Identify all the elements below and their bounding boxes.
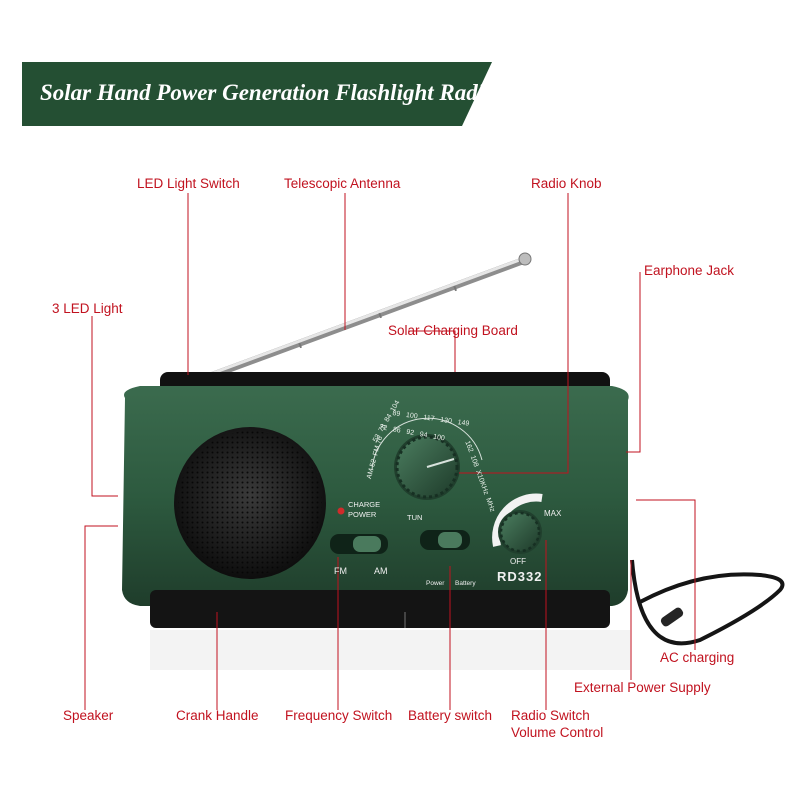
label-3-led-light: 3 LED Light bbox=[52, 301, 123, 316]
label-solar-charging-board: Solar Charging Board bbox=[388, 323, 518, 338]
floor-reflection bbox=[150, 630, 630, 670]
am-label: AM bbox=[374, 566, 388, 576]
label-volume-control: Volume Control bbox=[511, 725, 604, 740]
dial-number: 130 bbox=[439, 416, 453, 426]
label-speaker: Speaker bbox=[63, 708, 114, 723]
telescopic-antenna bbox=[201, 252, 532, 382]
label-telescopic-antenna: Telescopic Antenna bbox=[284, 176, 401, 191]
label-earphone-jack: Earphone Jack bbox=[644, 263, 735, 278]
tun-label: TUN bbox=[407, 513, 423, 522]
label-crank-handle: Crank Handle bbox=[176, 708, 259, 723]
label-frequency-switch: Frequency Switch bbox=[285, 708, 393, 723]
speaker bbox=[174, 427, 326, 579]
label-radio-switch: Radio Switch bbox=[511, 708, 590, 723]
leader-lines bbox=[84, 193, 696, 710]
dial-number: 100 bbox=[405, 411, 419, 421]
dial-number: 94 bbox=[419, 431, 428, 440]
fm-label: FM bbox=[334, 566, 347, 576]
off-label: OFF bbox=[510, 557, 526, 566]
radio-knob[interactable] bbox=[394, 434, 460, 500]
label-radio-knob: Radio Knob bbox=[531, 176, 602, 191]
title-banner bbox=[22, 62, 492, 126]
volume-knob[interactable] bbox=[492, 493, 543, 554]
radio-base bbox=[150, 590, 610, 628]
page-title: Solar Hand Power Generation Flashlight R… bbox=[40, 80, 496, 105]
dial-number: 86 bbox=[392, 426, 402, 435]
battery-mode-label: Battery bbox=[455, 580, 476, 587]
dial-number: 92 bbox=[405, 428, 415, 437]
label-external-power-supply: External Power Supply bbox=[574, 680, 711, 695]
label-battery-switch: Battery switch bbox=[408, 708, 493, 723]
charge-label: CHARGE bbox=[348, 500, 381, 509]
label-ac-charging: AC charging bbox=[660, 650, 735, 665]
charge-indicator-led bbox=[337, 507, 345, 515]
dial-number: 117 bbox=[422, 414, 435, 423]
max-label: MAX bbox=[544, 509, 562, 518]
model-label: RD332 bbox=[497, 569, 543, 584]
dial-number: 149 bbox=[457, 419, 470, 428]
lanyard-strap bbox=[630, 559, 785, 646]
power-mode-label: Power bbox=[426, 580, 445, 587]
power-label: POWER bbox=[348, 510, 377, 519]
label-led-light-switch: LED Light Switch bbox=[137, 176, 240, 191]
